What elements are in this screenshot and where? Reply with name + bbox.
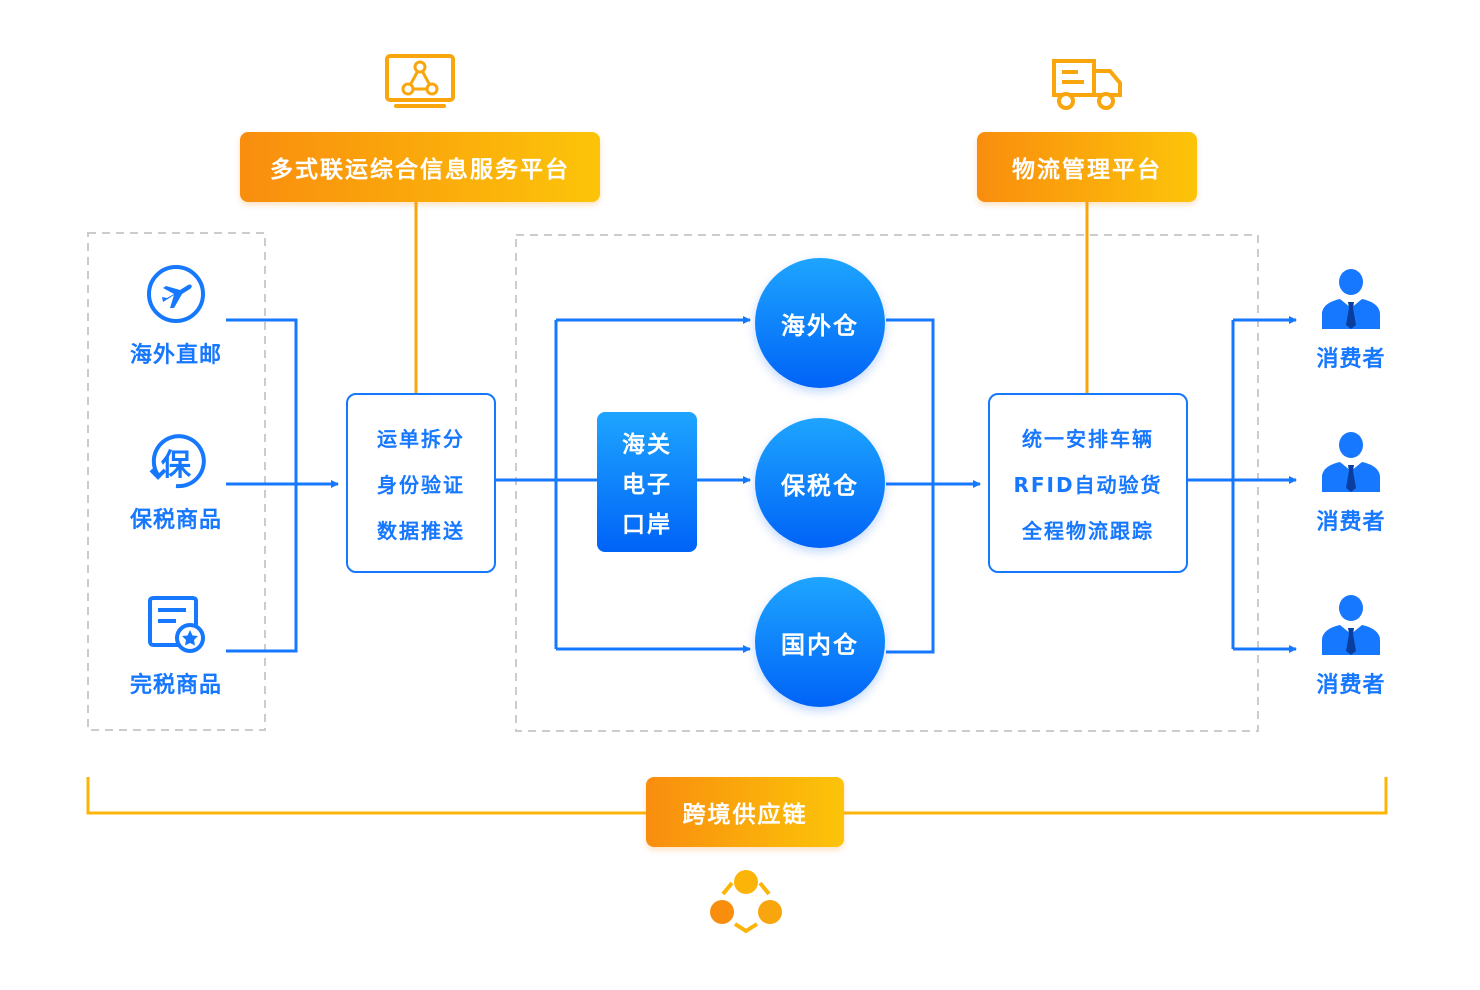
domestic-warehouse-node: 国内仓 (755, 577, 885, 707)
supply-chain-nodes-icon (710, 870, 782, 934)
customs-line-1: 海关 (622, 432, 672, 458)
info-process-box: 运单拆分 身份验证 数据推送 (346, 393, 496, 573)
airplane-icon (147, 265, 205, 323)
sources-frame (87, 232, 266, 731)
supply-chain-box: 跨境供应链 (646, 777, 844, 847)
person-icon (1322, 595, 1380, 655)
person-icon (1322, 269, 1380, 329)
consumer-label-1: 消费者 (1316, 347, 1386, 372)
bonded-bao-glyph: 保 (161, 448, 191, 483)
source-label-bonded: 保税商品 (129, 508, 222, 533)
source-label-tax-paid: 完税商品 (129, 673, 222, 698)
info-platform-box: 多式联运综合信息服务平台 (240, 132, 600, 202)
source-label-overseas: 海外直邮 (129, 343, 222, 368)
customs-line-2: 电子 (622, 472, 672, 498)
person-icon (1322, 432, 1380, 492)
info-line-identity-verify: 身份验证 (377, 472, 465, 497)
delivery-truck-icon (1052, 59, 1122, 110)
logistics-line-vehicle: 统一安排车辆 (1022, 426, 1154, 451)
bonded-bao-icon: 保 (145, 430, 207, 492)
tax-paid-card-icon (148, 596, 205, 653)
logistics-line-rfid: RFID自动验货 (1013, 472, 1163, 497)
customs-e-port-box: 海关 电子 口岸 (597, 412, 697, 552)
consumer-label-2: 消费者 (1316, 510, 1386, 535)
warehouse-merge-line (886, 318, 935, 654)
consumer-split-line (1186, 320, 1235, 649)
network-monitor-icon (385, 54, 455, 108)
customs-line-3: 口岸 (622, 512, 672, 538)
overseas-warehouse-node: 海外仓 (755, 258, 885, 388)
logistics-line-tracking: 全程物流跟踪 (1022, 518, 1154, 543)
info-line-data-push: 数据推送 (377, 518, 465, 543)
bonded-warehouse-node: 保税仓 (755, 418, 885, 548)
warehouses-frame (515, 234, 1259, 732)
logistics-platform-box: 物流管理平台 (977, 132, 1197, 202)
supply-chain-bracket (86, 777, 1388, 815)
info-line-waybill-split: 运单拆分 (377, 426, 465, 451)
logistics-process-box: 统一安排车辆 RFID自动验货 全程物流跟踪 (988, 393, 1188, 573)
consumer-label-3: 消费者 (1316, 673, 1386, 698)
